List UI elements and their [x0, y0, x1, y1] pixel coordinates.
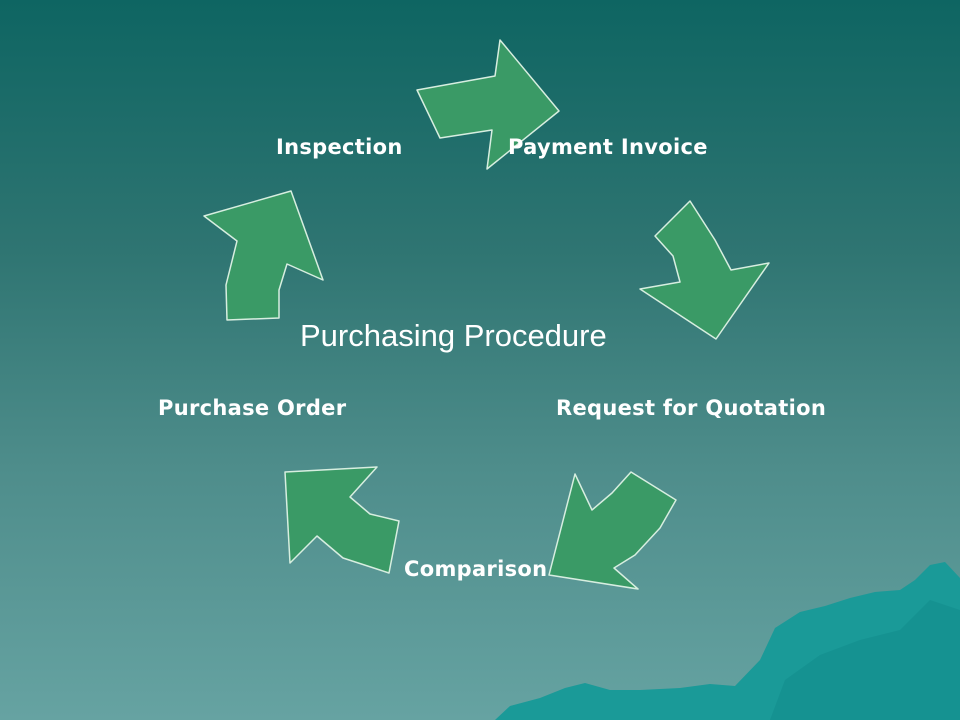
step-purchase-order: Purchase Order — [158, 396, 347, 420]
step-payment-invoice: Payment Invoice — [508, 135, 708, 159]
step-inspection: Inspection — [276, 135, 403, 159]
diagram-title: Purchasing Procedure — [300, 318, 607, 353]
step-request-for-quotation: Request for Quotation — [556, 396, 827, 420]
step-comparison: Comparison — [404, 557, 548, 581]
arrow-quotation-to-comparison — [548, 471, 677, 590]
arrow-comparison-to-order — [284, 466, 400, 574]
arrow-payment-to-quotation — [639, 200, 770, 340]
mountain-shade — [770, 600, 960, 720]
arrow-order-to-inspection — [203, 190, 324, 321]
arrow-inspection-to-payment — [416, 39, 560, 170]
